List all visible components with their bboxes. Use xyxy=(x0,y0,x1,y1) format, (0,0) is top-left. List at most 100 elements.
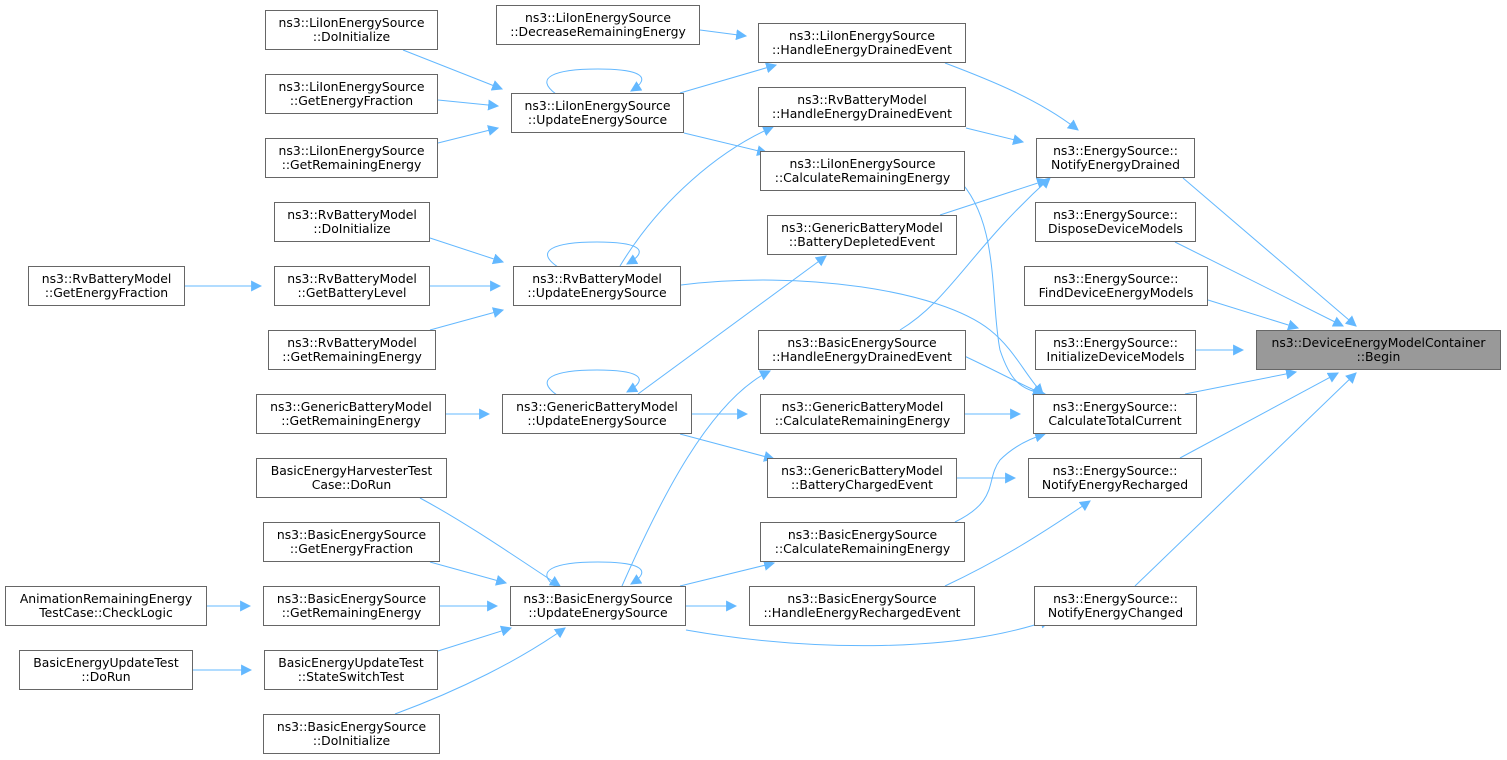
node-label-line: ns3::RvBatteryModel xyxy=(532,271,662,286)
call-edge xyxy=(637,255,827,395)
node-label-line: ns3::BasicEnergySource xyxy=(787,591,937,606)
node-label-line: ::StateSwitchTest xyxy=(297,669,405,684)
node-label-line: ns3::BasicEnergySource xyxy=(787,335,937,350)
node-rv-getrem[interactable]: ns3::RvBatteryModel::GetRemainingEnergy xyxy=(268,330,436,370)
node-label-line: ::DoInitialize xyxy=(312,733,391,748)
node-bes-recharged[interactable]: ns3::BasicEnergySource::HandleEnergyRech… xyxy=(749,586,975,626)
call-edge xyxy=(965,127,1025,145)
call-edge xyxy=(621,370,771,587)
call-edge xyxy=(429,307,505,331)
node-label-line: ns3::RvBatteryModel xyxy=(287,335,417,350)
node-bes-update[interactable]: ns3::BasicEnergySource::UpdateEnergySour… xyxy=(510,586,686,626)
call-edge xyxy=(685,618,1052,647)
node-bes-getfrac[interactable]: ns3::BasicEnergySource::GetEnergyFractio… xyxy=(263,522,440,562)
node-rv-getfrac[interactable]: ns3::RvBatteryModel::GetEnergyFraction xyxy=(28,266,185,306)
node-label-line: ::GetEnergyFraction xyxy=(44,285,169,300)
node-label-line: ::HandleEnergyDrainedEvent xyxy=(772,42,952,57)
node-rv-getlevel[interactable]: ns3::RvBatteryModel::GetBatteryLevel xyxy=(274,266,430,306)
node-label-line: CalculateTotalCurrent xyxy=(1048,413,1182,428)
node-lion-getfrac[interactable]: ns3::LiIonEnergySource::GetEnergyFractio… xyxy=(265,74,438,114)
node-es-total[interactable]: ns3::EnergySource::CalculateTotalCurrent xyxy=(1033,394,1197,434)
node-bes-getrem[interactable]: ns3::BasicEnergySource::GetRemainingEner… xyxy=(263,586,440,626)
node-label-line: ::HandleEnergyRechargedEvent xyxy=(763,605,961,620)
node-label-line: ::GetRemainingEnergy xyxy=(281,413,421,428)
call-edge xyxy=(1182,177,1357,327)
call-edge xyxy=(699,29,748,41)
node-label-line: AnimationRemainingEnergy xyxy=(19,591,193,606)
node-label-line: ::HandleEnergyDrainedEvent xyxy=(772,106,952,121)
call-edge xyxy=(944,500,1091,587)
node-label-line: ns3::BasicEnergySource xyxy=(276,719,427,734)
node-es-find[interactable]: ns3::EnergySource::FindDeviceEnergyModel… xyxy=(1024,266,1208,306)
node-label-line: ::DoInitialize xyxy=(313,221,391,236)
node-label-line: ns3::GenericBatteryModel xyxy=(270,399,432,414)
node-lion-drained[interactable]: ns3::LiIonEnergySource::HandleEnergyDrai… xyxy=(758,23,966,63)
node-label-line: InitializeDeviceModels xyxy=(1046,349,1185,364)
call-edge xyxy=(680,279,1044,395)
node-label-line: ns3::EnergySource:: xyxy=(1053,591,1178,606)
node-label-line: ns3::EnergySource:: xyxy=(1052,399,1178,414)
node-upd-test-switch[interactable]: BasicEnergyUpdateTest::StateSwitchTest xyxy=(264,650,438,690)
node-label-line: ::GetRemainingEnergy xyxy=(281,157,422,172)
node-label-line: ns3::EnergySource:: xyxy=(1052,463,1178,478)
node-es-dispose[interactable]: ns3::EnergySource::DisposeDeviceModels xyxy=(1035,202,1196,242)
node-label-line: ns3::RvBatteryModel xyxy=(287,207,417,222)
node-es-recharged[interactable]: ns3::EnergySource::NotifyEnergyRecharged xyxy=(1028,458,1202,498)
call-edge xyxy=(546,561,643,588)
node-es-drained[interactable]: ns3::EnergySource::NotifyEnergyDrained xyxy=(1036,138,1195,178)
call-edge xyxy=(437,625,513,652)
node-rv-drained[interactable]: ns3::RvBatteryModel::HandleEnergyDrained… xyxy=(758,87,966,127)
node-lion-getrem[interactable]: ns3::LiIonEnergySource::GetRemainingEner… xyxy=(265,138,438,178)
node-label-line: ::UpdateEnergySource xyxy=(527,413,667,428)
call-edge xyxy=(394,627,566,715)
call-edge xyxy=(679,433,776,462)
node-lion-decrease[interactable]: ns3::LiIonEnergySource::DecreaseRemainin… xyxy=(496,5,700,45)
node-es-init[interactable]: ns3::EnergySource::InitializeDeviceModel… xyxy=(1035,330,1196,370)
node-label-line: BasicEnergyUpdateTest xyxy=(278,655,424,670)
node-label-line: NotifyEnergyDrained xyxy=(1050,157,1181,172)
node-gb-calc[interactable]: ns3::GenericBatteryModel::CalculateRemai… xyxy=(760,394,965,434)
node-label-line: ::GetEnergyFraction xyxy=(289,541,414,556)
node-label-line: ::GetEnergyFraction xyxy=(289,93,414,108)
node-label-line: FindDeviceEnergyModels xyxy=(1038,285,1194,300)
node-label-line: ns3::RvBatteryModel xyxy=(797,92,927,107)
node-gb-charged[interactable]: ns3::GenericBatteryModel::BatteryCharged… xyxy=(767,458,957,498)
node-label-line: ::GetRemainingEnergy xyxy=(282,349,422,364)
node-gb-getrem[interactable]: ns3::GenericBatteryModel::GetRemainingEn… xyxy=(256,394,446,434)
call-edge xyxy=(1134,372,1357,587)
node-label-line: ns3::BasicEnergySource xyxy=(787,527,938,542)
call-edge xyxy=(429,561,508,586)
call-edge xyxy=(546,369,640,396)
node-label-line: ::BatteryDepletedEvent xyxy=(788,234,936,249)
node-label-line: ns3::LiIonEnergySource xyxy=(278,79,425,94)
node-upd-test-dorun[interactable]: BasicEnergyUpdateTest::DoRun xyxy=(19,650,193,690)
node-root[interactable]: ns3::DeviceEnergyModelContainer::Begin xyxy=(1256,330,1501,370)
node-lion-calc[interactable]: ns3::LiIonEnergySource::CalculateRemaini… xyxy=(760,151,965,191)
node-label-line: ns3::EnergySource:: xyxy=(1053,207,1178,222)
node-label-line: ::UpdateEnergySource xyxy=(527,112,668,127)
node-lion-doinit[interactable]: ns3::LiIonEnergySource::DoInitialize xyxy=(265,10,438,50)
call-edge xyxy=(1207,299,1300,331)
call-edge xyxy=(1174,241,1344,327)
node-bes-calc[interactable]: ns3::BasicEnergySource::CalculateRemaini… xyxy=(760,522,965,562)
node-gb-update[interactable]: ns3::GenericBatteryModel::UpdateEnergySo… xyxy=(502,394,692,434)
node-rv-update[interactable]: ns3::RvBatteryModel::UpdateEnergySource xyxy=(513,266,681,306)
node-gb-depleted[interactable]: ns3::GenericBatteryModel::BatteryDeplete… xyxy=(767,215,957,255)
node-label-line: ns3::EnergySource:: xyxy=(1053,143,1178,158)
node-bes-drained[interactable]: ns3::BasicEnergySource::HandleEnergyDrai… xyxy=(758,330,966,370)
call-edge xyxy=(402,49,504,91)
call-edge xyxy=(679,62,778,94)
node-bes-doinit[interactable]: ns3::BasicEnergySource::DoInitialize xyxy=(263,714,440,754)
node-label-line: ns3::BasicEnergySource xyxy=(523,591,673,606)
call-edge xyxy=(899,177,1051,331)
node-label-line: ::HandleEnergyDrainedEvent xyxy=(772,349,952,364)
node-lion-update[interactable]: ns3::LiIonEnergySource::UpdateEnergySour… xyxy=(511,93,684,133)
node-rv-doinit[interactable]: ns3::RvBatteryModel::DoInitialize xyxy=(274,202,430,242)
node-label-line: ::DoInitialize xyxy=(312,29,391,44)
node-label-line: ::CalculateRemainingEnergy xyxy=(774,170,951,185)
node-label-line: ns3::BasicEnergySource xyxy=(276,591,427,606)
node-es-changed[interactable]: ns3::EnergySource::NotifyEnergyChanged xyxy=(1034,586,1197,626)
